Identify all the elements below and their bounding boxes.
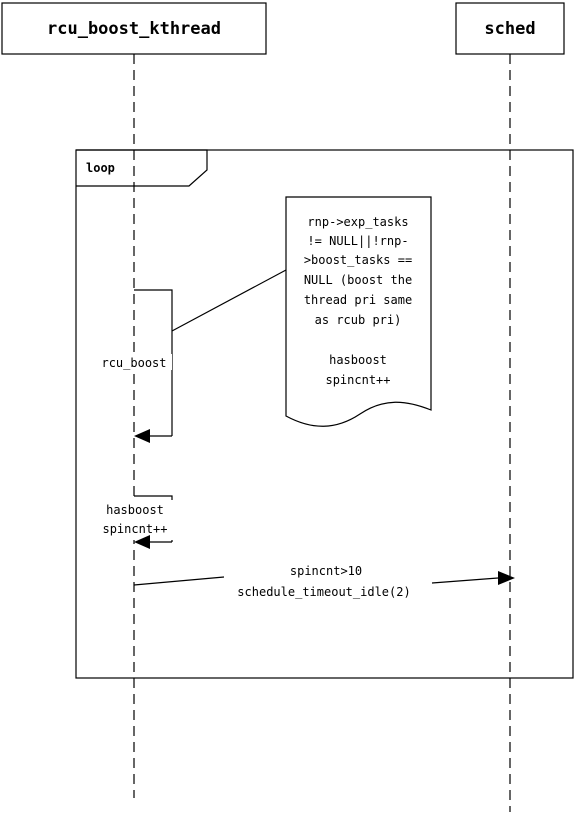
sched-message-line (133, 576, 499, 586)
note-line-4: NULL (boost the (304, 273, 412, 287)
sched-message-arrowhead (498, 571, 515, 585)
sched-message-line-2: schedule_timeout_idle(2) (237, 585, 410, 599)
kthread-participant-label: rcu_boost_kthread (47, 19, 221, 39)
note-line-2: != NULL||!rnp- (307, 234, 408, 248)
self-message-2-line-1: hasboost (106, 503, 164, 517)
note-line-8: hasboost (329, 353, 387, 367)
rcu-boost-label: rcu_boost (101, 356, 166, 370)
note-box: rnp->exp_tasks != NULL||!rnp- >boost_tas… (285, 196, 432, 427)
note-line-3: >boost_tasks == (304, 253, 412, 267)
kthread-activation (134, 289, 173, 436)
self-message-2-line-2: spincnt++ (102, 522, 167, 536)
self-message-2-arrowhead (134, 535, 150, 549)
loop-frame-label: loop (86, 161, 115, 175)
sched-message-line-1: spincnt>10 (290, 564, 362, 578)
note-line-9: spincnt++ (325, 373, 390, 387)
loop-frame-tab (76, 149, 208, 187)
self-message-2-label-bg (98, 500, 174, 540)
rcu-boost-arrowhead (134, 429, 150, 443)
note-line-1: rnp->exp_tasks (307, 215, 408, 229)
rcu-boost-label-bg (94, 354, 172, 370)
sched-participant[interactable]: sched (455, 2, 565, 55)
loop-frame: loop (75, 149, 574, 679)
note-line-5: thread pri same (304, 293, 412, 307)
note-line-6: as rcub pri) (315, 313, 402, 327)
kthread-participant[interactable]: rcu_boost_kthread (1, 2, 267, 55)
sched-participant-label: sched (484, 19, 535, 39)
note-connector (171, 269, 287, 332)
